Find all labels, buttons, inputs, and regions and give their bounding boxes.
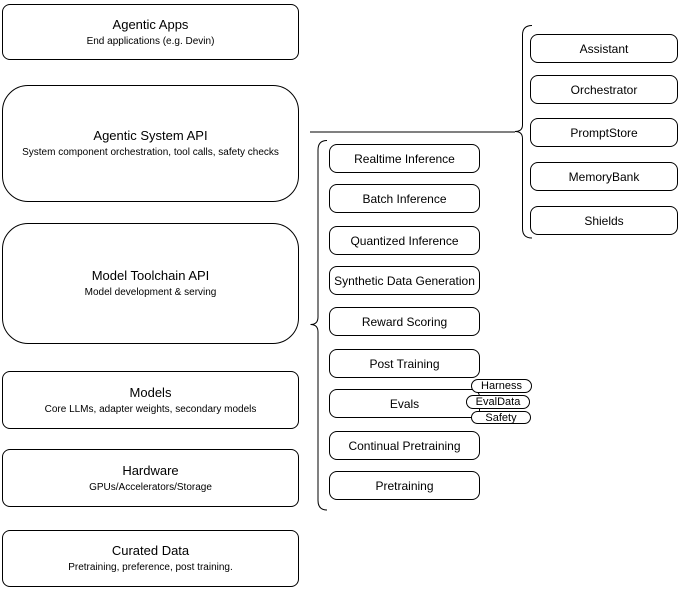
component-label: Orchestrator	[570, 82, 638, 97]
eval-tag-label: Safety	[485, 411, 517, 424]
toolchain-item-continual-pretraining: Continual Pretraining	[329, 431, 480, 460]
eval-tag-harness: Harness	[471, 379, 532, 393]
toolchain-item-label: Quantized Inference	[350, 233, 459, 248]
toolchain-item-quantized-inference: Quantized Inference	[329, 226, 480, 255]
box-hardware-title: Hardware	[122, 462, 179, 478]
box-model-toolchain-api: Model Toolchain API Model development & …	[2, 223, 299, 344]
toolchain-item-label: Realtime Inference	[354, 151, 455, 166]
box-model-toolchain-api-title: Model Toolchain API	[91, 268, 210, 283]
box-curated-data: Curated Data Pretraining, preference, po…	[2, 530, 299, 587]
toolchain-item-label: Reward Scoring	[361, 314, 448, 329]
component-label: Assistant	[579, 41, 629, 56]
toolchain-item-pretraining: Pretraining	[329, 471, 480, 500]
eval-tag-label: Harness	[481, 380, 522, 392]
toolchain-item-reward-scoring: Reward Scoring	[329, 307, 480, 336]
toolchain-item-evals: Evals	[329, 389, 480, 418]
component-label: Shields	[584, 213, 624, 228]
box-curated-data-title: Curated Data	[111, 543, 190, 558]
component-label: PromptStore	[570, 125, 638, 140]
toolchain-item-label: Pretraining	[375, 478, 434, 493]
toolchain-item-realtime-inference: Realtime Inference	[329, 144, 480, 173]
component-shields: Shields	[530, 206, 678, 235]
toolchain-item-label: Evals	[389, 396, 420, 411]
toolchain-item-label: Synthetic Data Generation	[334, 273, 475, 288]
box-hardware-subtitle: GPUs/Accelerators/Storage	[89, 481, 212, 493]
component-memorybank: MemoryBank	[530, 162, 678, 191]
box-agentic-system-api-subtitle: System component orchestration, tool cal…	[22, 147, 279, 158]
toolchain-item-post-training: Post Training	[329, 349, 480, 378]
eval-tag-evaldata: EvalData	[466, 395, 530, 409]
eval-tag-safety: Safety	[471, 411, 531, 424]
box-models-subtitle: Core LLMs, adapter weights, secondary mo…	[44, 403, 257, 415]
toolchain-item-batch-inference: Batch Inference	[329, 184, 480, 213]
box-agentic-apps-subtitle: End applications (e.g. Devin)	[86, 35, 215, 47]
box-agentic-apps: Agentic Apps End applications (e.g. Devi…	[2, 4, 299, 60]
component-assistant: Assistant	[530, 34, 678, 63]
box-hardware: Hardware GPUs/Accelerators/Storage	[2, 449, 299, 507]
box-agentic-apps-title: Agentic Apps	[112, 16, 189, 32]
toolchain-curly-brace	[310, 140, 328, 511]
component-promptstore: PromptStore	[530, 118, 678, 147]
box-model-toolchain-api-subtitle: Model development & serving	[84, 287, 217, 298]
box-models: Models Core LLMs, adapter weights, secon…	[2, 371, 299, 429]
box-agentic-system-api-title: Agentic System API	[93, 128, 208, 143]
eval-tag-label: EvalData	[475, 396, 521, 408]
toolchain-item-synthetic-data-generation: Synthetic Data Generation	[329, 266, 480, 295]
toolchain-item-label: Post Training	[369, 356, 440, 371]
box-models-title: Models	[129, 384, 172, 400]
box-curated-data-subtitle: Pretraining, preference, post training.	[68, 562, 233, 573]
toolchain-item-label: Batch Inference	[362, 191, 447, 206]
box-agentic-system-api: Agentic System API System component orch…	[2, 85, 299, 202]
component-label: MemoryBank	[568, 169, 640, 184]
toolchain-item-label: Continual Pretraining	[348, 438, 461, 453]
component-orchestrator: Orchestrator	[530, 75, 678, 104]
